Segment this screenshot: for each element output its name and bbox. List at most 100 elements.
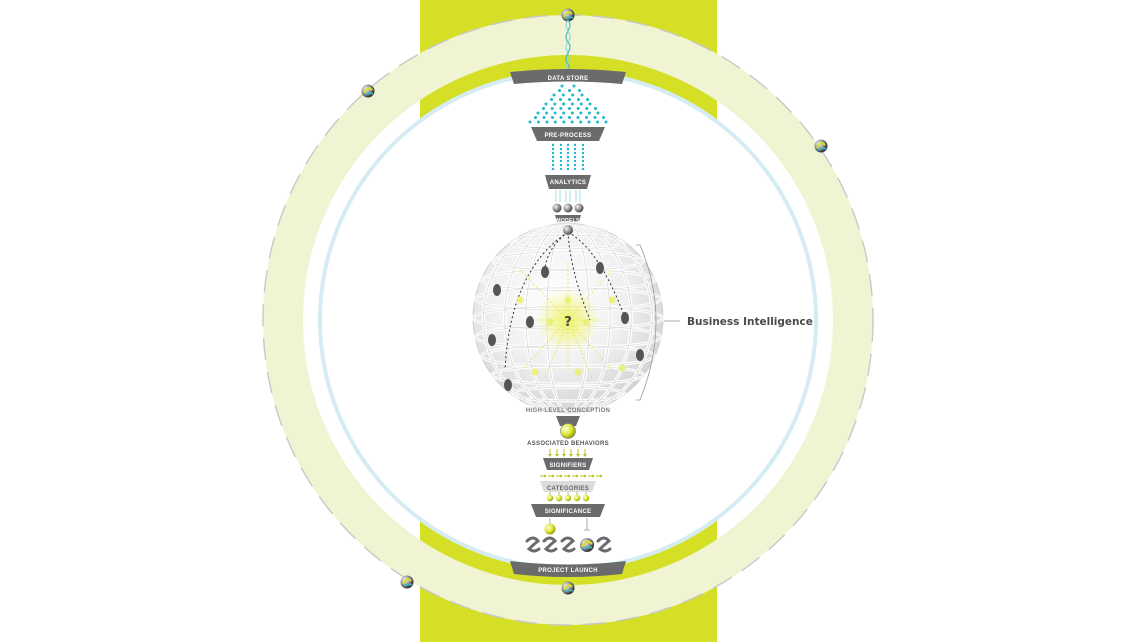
globe-node [493, 284, 501, 296]
orbit-node-icon [561, 8, 575, 22]
signifiers-banner [543, 458, 593, 470]
significance-label: SIGNIFICANCE [545, 509, 592, 515]
data-dot [560, 84, 564, 88]
stream-dot [573, 167, 577, 171]
data-dot [534, 116, 537, 119]
orbit-node-icon [814, 139, 828, 153]
data-dot [545, 120, 549, 124]
conception-banner [556, 416, 580, 426]
stream-dot [573, 147, 577, 151]
stream-dot [573, 159, 577, 163]
stream-dot [551, 143, 555, 147]
high-level-conception-label: HIGH-LEVEL CONCEPTION [526, 408, 610, 414]
stream-dot [551, 167, 555, 171]
data-dot [593, 116, 597, 119]
data-dot [586, 98, 589, 101]
data-dot [568, 107, 571, 110]
data-dot [579, 102, 583, 106]
stream-dot [573, 143, 577, 147]
funnel-dots [528, 84, 608, 124]
swirl-icon [560, 536, 576, 553]
stream-dot [581, 159, 585, 163]
stream-dot [551, 155, 555, 159]
globe-node [621, 312, 629, 324]
stream-dot [581, 147, 585, 151]
question-icon: ? [564, 315, 572, 330]
stream-dot [559, 143, 563, 147]
analytics-banner [545, 175, 591, 189]
data-dot [561, 93, 565, 97]
stream-dot [551, 163, 555, 167]
analytics-lines [555, 190, 581, 202]
orbit-node-icon [361, 84, 375, 98]
stream-dot [559, 147, 563, 151]
significance-ball-icon [544, 523, 556, 535]
swirl-icon [580, 538, 594, 552]
stream-dot [573, 163, 577, 167]
data-dot [578, 89, 581, 92]
data-dot [580, 93, 584, 97]
stream-dot [551, 147, 555, 151]
ball-icon [552, 203, 562, 213]
stream-dot [559, 155, 563, 159]
stream-dot [566, 155, 570, 159]
data-dot [550, 98, 553, 101]
data-dot [585, 107, 589, 110]
data-dot [562, 102, 566, 106]
data-dot [576, 116, 580, 119]
data-dot [577, 98, 580, 101]
data-dot [576, 107, 580, 110]
globe-yellow-node [574, 368, 582, 376]
business-intelligence-globe: ? [471, 221, 665, 415]
data-dot [558, 89, 561, 92]
globe-node [636, 349, 644, 361]
stream-dot [581, 151, 585, 155]
globe-node [504, 379, 512, 391]
data-dot [588, 102, 592, 106]
stream-dot [573, 155, 577, 159]
data-dot [562, 120, 566, 124]
globe-yellow-node [564, 296, 572, 304]
associated-behaviors-label: ASSOCIATED BEHAVIORS [527, 441, 609, 447]
data-dot [579, 111, 583, 115]
bi-bracket [636, 244, 680, 401]
globe-node [488, 334, 496, 346]
stream-dot [559, 167, 563, 171]
swirl-icon [525, 536, 541, 553]
pre-process-banner [531, 127, 605, 141]
globe-yellow-node [546, 318, 554, 326]
data-dot [572, 84, 576, 88]
data-dot [602, 116, 605, 119]
data-dot [570, 120, 574, 124]
globe-yellow-node [608, 296, 616, 304]
model-top-ball [563, 225, 573, 235]
data-dot [542, 116, 546, 119]
category-balls [546, 492, 590, 502]
stream-dot [551, 151, 555, 155]
data-store-banner [510, 69, 626, 84]
globe-yellow-node [618, 364, 626, 372]
data-dot [559, 98, 562, 101]
data-dot [579, 120, 583, 124]
data-dot [559, 116, 563, 119]
data-dot [562, 111, 566, 115]
globe-node [526, 316, 534, 328]
stream-dot [581, 167, 585, 171]
project-launch-label: PROJECT LAUNCH [538, 568, 598, 574]
stream-dot [566, 167, 570, 171]
data-dot [594, 107, 597, 110]
stream-dot [581, 163, 585, 167]
stream-dot [559, 163, 563, 167]
data-dot [587, 111, 591, 115]
data-dot [528, 120, 532, 124]
dotted-streams [551, 143, 585, 171]
stream-dot [566, 163, 570, 167]
data-dot [553, 120, 557, 124]
stream-dot [566, 147, 570, 151]
ball-icon [563, 203, 573, 213]
stream-dot [551, 159, 555, 163]
orbit-node-icon [400, 575, 414, 589]
signifiers-label: SIGNIFIERS [549, 463, 586, 469]
data-dot [553, 102, 557, 106]
stream-dot [559, 151, 563, 155]
